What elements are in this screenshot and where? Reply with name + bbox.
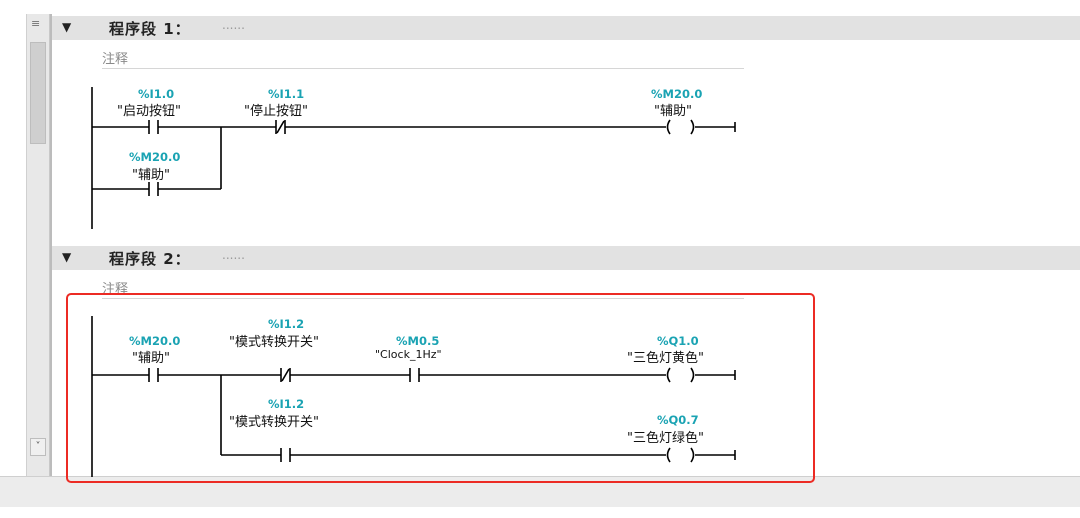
editor-divider bbox=[50, 14, 52, 476]
contact-address[interactable]: %M20.0 bbox=[129, 334, 181, 348]
contact-symbol[interactable]: "Clock_1Hz" bbox=[375, 348, 442, 361]
network-2-header[interactable]: ▼ 程序段 2： ...... bbox=[52, 246, 1080, 270]
no-contact-icon[interactable] bbox=[146, 179, 162, 199]
network-1-title-comment[interactable]: ...... bbox=[222, 18, 245, 32]
coil-address[interactable]: %Q1.0 bbox=[657, 334, 699, 348]
contact-address[interactable]: %I1.2 bbox=[268, 317, 305, 331]
contact-symbol[interactable]: "辅助" bbox=[132, 351, 170, 366]
contact-symbol[interactable]: "辅助" bbox=[132, 168, 170, 183]
highlight-box bbox=[66, 293, 815, 483]
coil-symbol[interactable]: "三色灯绿色" bbox=[627, 431, 704, 446]
contact-symbol[interactable]: "停止按钮" bbox=[244, 104, 308, 119]
coil-symbol[interactable]: "三色灯黄色" bbox=[627, 351, 704, 366]
coil-address[interactable]: %Q0.7 bbox=[657, 413, 699, 427]
network-2-title: 程序段 2： bbox=[109, 250, 191, 268]
collapse-triangle-icon[interactable]: ▼ bbox=[62, 20, 72, 34]
contact-symbol[interactable]: "启动按钮" bbox=[117, 104, 181, 119]
contact-symbol[interactable]: "模式转换开关" bbox=[229, 335, 319, 350]
contact-address[interactable]: %I1.2 bbox=[268, 397, 305, 411]
no-contact-icon[interactable] bbox=[146, 117, 162, 137]
contact-address[interactable]: %M0.5 bbox=[396, 334, 440, 348]
coil-icon[interactable] bbox=[664, 117, 698, 137]
coil-symbol[interactable]: "辅助" bbox=[654, 104, 692, 119]
network-1-header[interactable]: ▼ 程序段 1： ...... bbox=[52, 16, 1080, 40]
network-1-title: 程序段 1： bbox=[109, 20, 191, 38]
scrollbar-thumb[interactable] bbox=[30, 42, 46, 144]
contact-address[interactable]: %M20.0 bbox=[129, 150, 181, 164]
scrollbar-grip-icon: ≡ bbox=[31, 17, 41, 30]
contact-address[interactable]: %I1.0 bbox=[138, 87, 175, 101]
scroll-down-icon[interactable]: ˅ bbox=[30, 438, 46, 456]
nc-contact-icon[interactable] bbox=[273, 117, 289, 137]
network-2-title-comment[interactable]: ...... bbox=[222, 248, 245, 262]
network-1-comment[interactable]: 注释 bbox=[102, 48, 744, 69]
contact-symbol[interactable]: "模式转换开关" bbox=[229, 415, 319, 430]
contact-address[interactable]: %I1.1 bbox=[268, 87, 305, 101]
coil-address[interactable]: %M20.0 bbox=[651, 87, 703, 101]
collapse-triangle-icon[interactable]: ▼ bbox=[62, 250, 72, 264]
left-panel-edge bbox=[0, 0, 26, 518]
vertical-scrollbar[interactable]: ≡ ˅ bbox=[26, 14, 50, 476]
